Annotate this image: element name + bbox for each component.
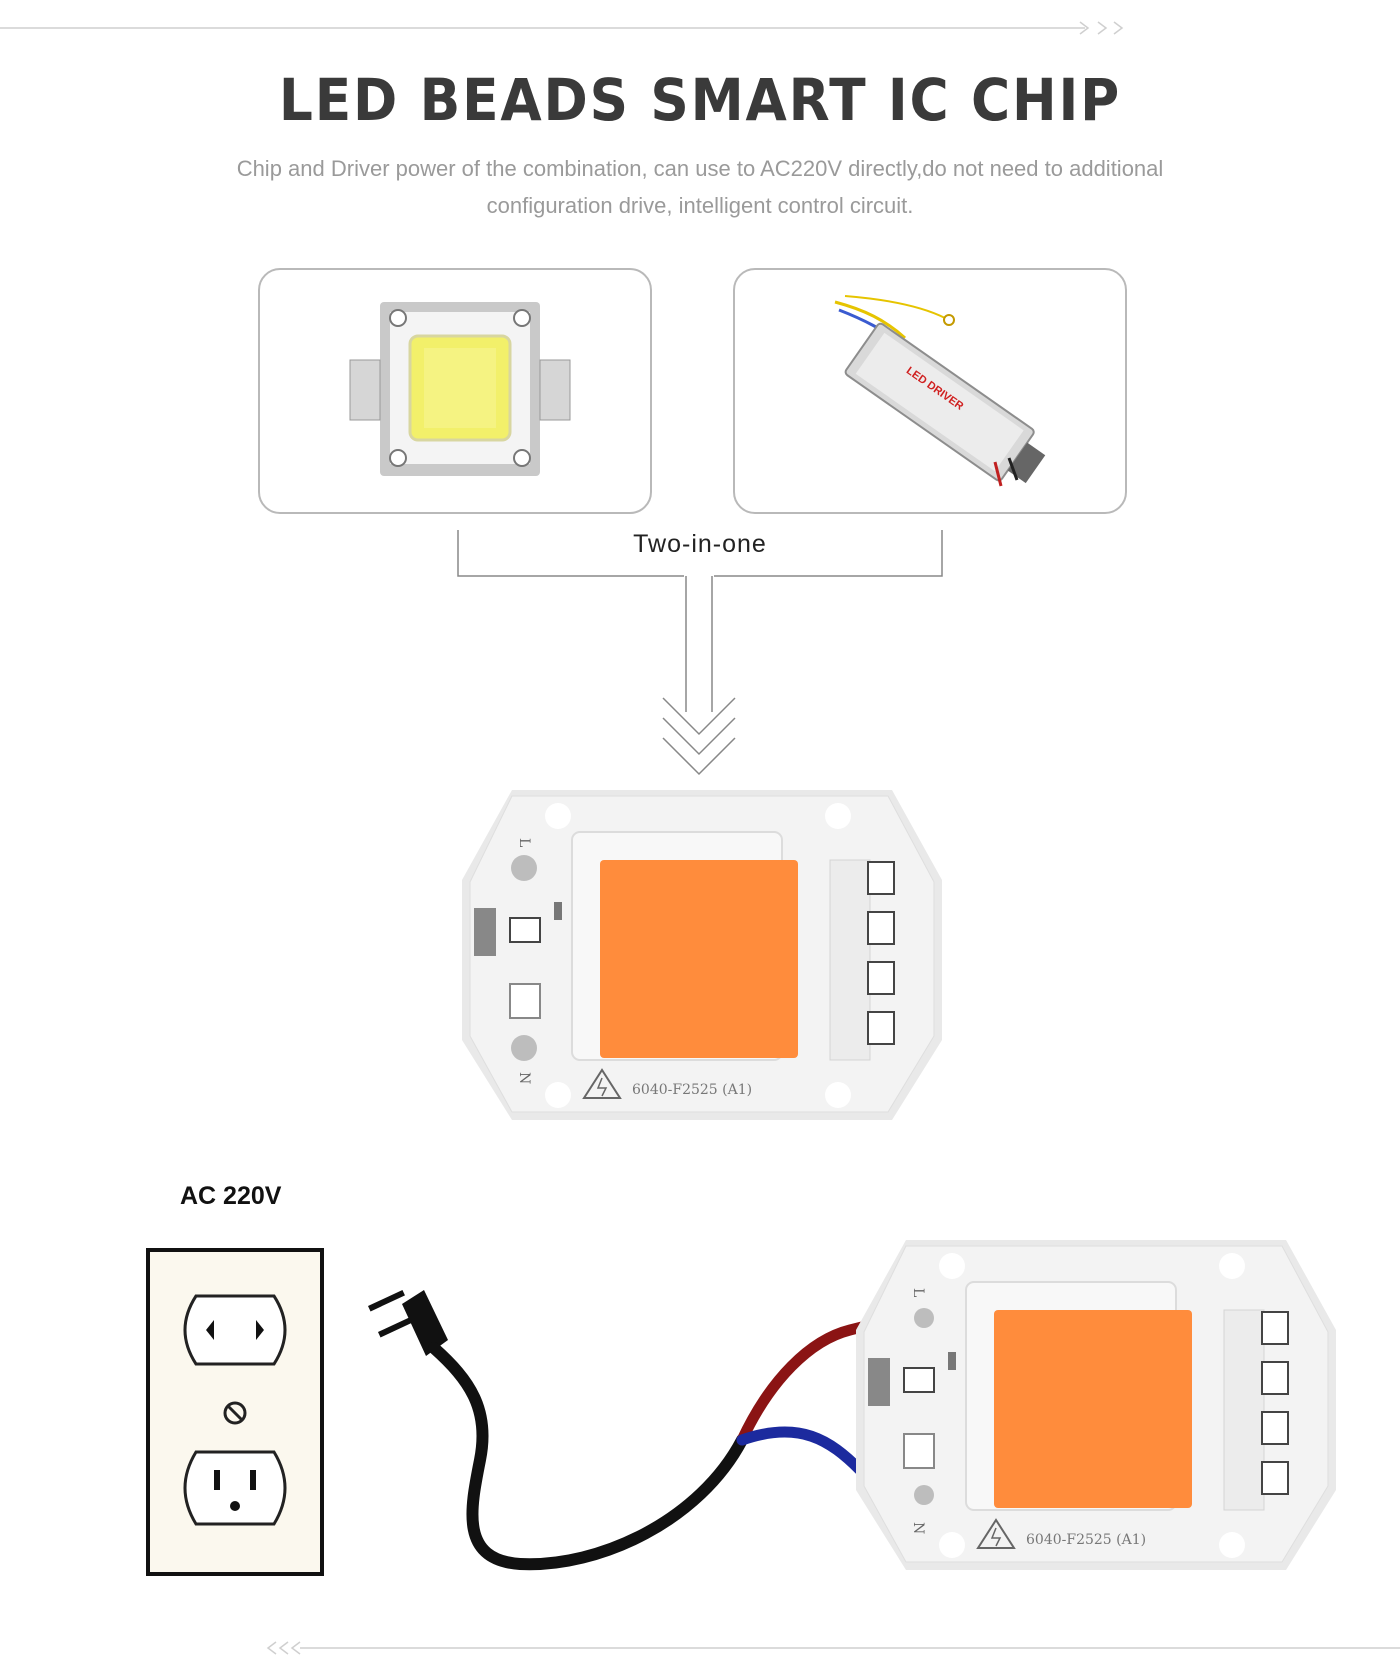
led-driver-image: LED DRIVER [834, 295, 1046, 487]
subtitle: Chip and Driver power of the combination… [180, 150, 1220, 224]
terminal-n-label: N [516, 1072, 532, 1084]
terminal-l-label-2: L [910, 1288, 926, 1297]
chip-code-label-2: 6040-F2525 (A1) [1026, 1532, 1146, 1548]
two-in-one-label: Two-in-one [633, 530, 767, 558]
terminal-l-label: L [516, 838, 532, 847]
subtitle-line-1: Chip and Driver power of the combination… [236, 156, 1164, 181]
wired-ic-chip-image: L N 6040-F2525 (A1) [856, 1240, 1336, 1570]
terminal-n-label-2: N [910, 1522, 926, 1534]
warning-icon [582, 1068, 622, 1099]
cob-chip-image [349, 302, 571, 476]
chip-code-label: 6040-F2525 (A1) [632, 1082, 752, 1098]
bottom-arrow-divider-icon [266, 1641, 1400, 1655]
top-arrow-divider-icon [0, 21, 1124, 35]
subtitle-line-2: configuration drive, intelligent control… [486, 193, 914, 218]
warning-icon [976, 1518, 1016, 1549]
cob-chip-card [258, 268, 652, 514]
page-title: LED BEADS SMART IC CHIP [278, 66, 1122, 134]
smart-ic-chip-image: L N 6040-F2525 (A1) [462, 790, 942, 1120]
ac-voltage-label: AC 220V [180, 1182, 282, 1210]
led-driver-card: LED DRIVER [733, 268, 1127, 514]
wall-outlet-icon [146, 1248, 324, 1576]
